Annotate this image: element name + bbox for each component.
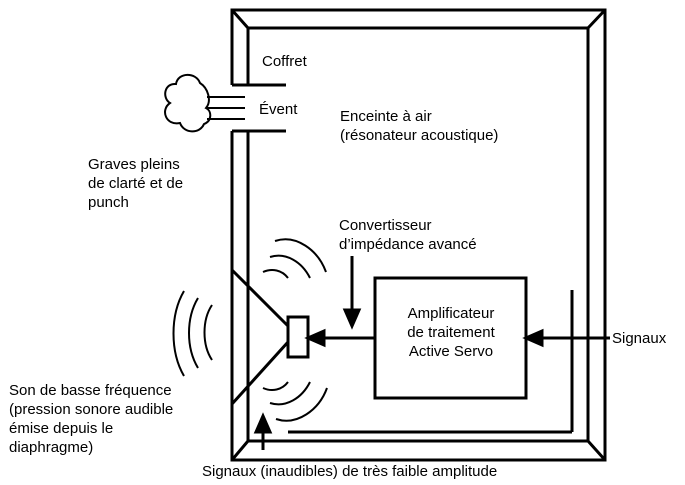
bevel-line [230,9,250,29]
outer-wave [188,297,199,369]
cabinet-outer-wall [230,8,607,462]
speaker-cone-upper [230,268,290,328]
inner-wave-lower [262,381,289,391]
inner-wave-upper [269,254,311,279]
amplifier-box [373,276,528,400]
bevel-line [586,439,607,462]
inner-wave-lower [275,387,328,422]
speaker-cone-lower [230,340,290,406]
inner-wave-upper [274,238,327,273]
amplifier-label: Amplificateur de traitement Active Servo [407,305,495,360]
cabinet-inner-wall [246,26,590,443]
amp-output-arrowhead [304,328,326,348]
inner-wave-upper [262,269,289,279]
signals-label: Signaux [612,330,667,347]
impedance-arrowhead [342,308,362,330]
outer-wave [172,290,185,377]
signals-input-arrowhead [522,328,544,348]
impedance-converter-label: Convertisseur d’impédance avancé [339,217,477,253]
air-puff-cloud-icon [164,73,212,133]
bass-punch-label: Graves pleins de clarté et de punch [88,156,184,211]
air-enclosure-label: Enceinte à air (résonateur acoustique) [340,108,499,144]
voice-coil-icon [286,315,310,359]
bevel-line [230,440,250,461]
port-label: Évent [259,101,298,118]
cabinet-label: Coffret [262,53,307,70]
inaudible-arrowhead [253,412,273,434]
inner-wave-lower [269,381,311,406]
bevel-line [586,8,607,30]
inaudible-signals-label: Signaux (inaudibles) de très faible ampl… [202,463,498,480]
outer-wave [203,304,213,361]
low-frequency-sound-label: Son de basse fréquence (pression sonore … [9,382,174,456]
